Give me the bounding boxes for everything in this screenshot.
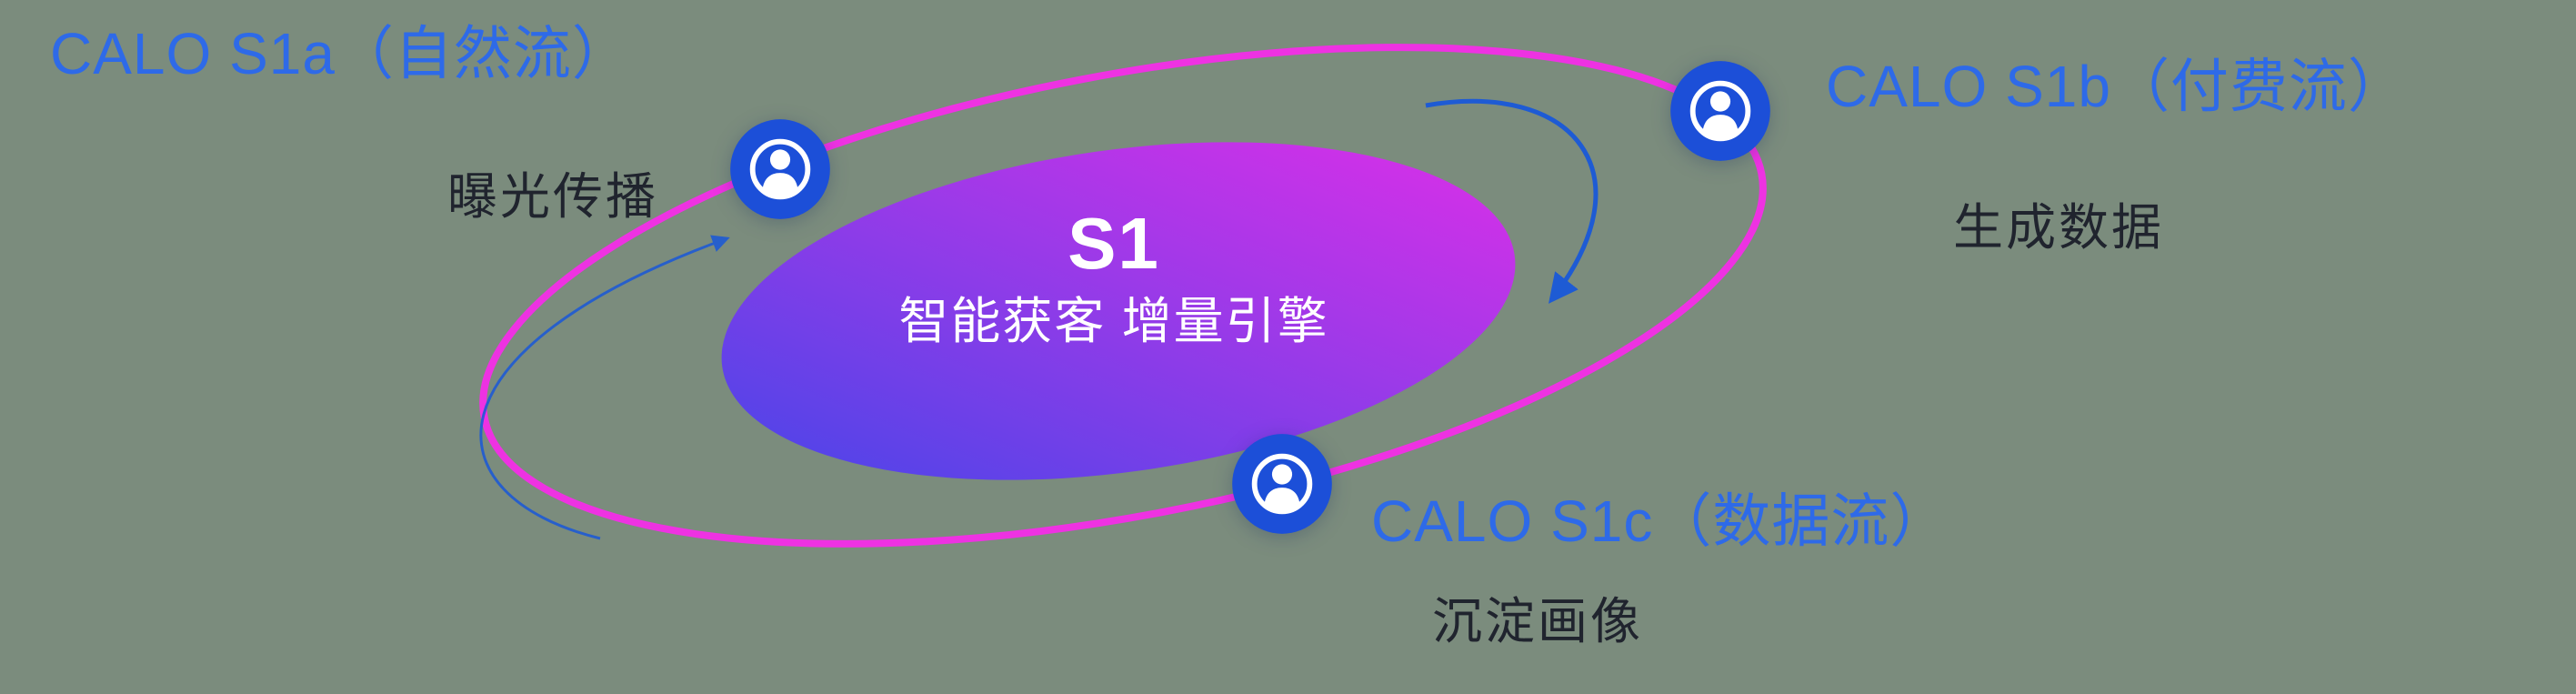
- curved-arrow-left: [479, 235, 730, 540]
- node-icon-s1b: [1669, 60, 1771, 162]
- node-sublabel-s1c: 沉淀画像: [1432, 593, 1644, 649]
- node-label-s1c: CALO S1c（数据流）: [1371, 488, 1950, 554]
- core-title: S1: [1067, 203, 1160, 284]
- core-ellipse: [721, 142, 1516, 480]
- user-icon: [1232, 434, 1332, 534]
- node-label-s1b: CALO S1b（付费流）: [1826, 54, 2407, 119]
- user-icon: [730, 119, 830, 219]
- node-icon-s1c: [1231, 433, 1333, 535]
- node-sublabel-s1a: 曝光传播: [447, 168, 659, 225]
- user-icon: [1670, 61, 1770, 161]
- node-icon-s1a: [729, 118, 831, 220]
- node-label-s1a: CALO S1a（自然流）: [50, 21, 631, 86]
- core-subtitle: 智能获客 增量引擎: [898, 293, 1329, 349]
- node-sublabel-s1b: 生成数据: [1953, 199, 2165, 256]
- curved-arrow-top-right: [1425, 99, 1599, 304]
